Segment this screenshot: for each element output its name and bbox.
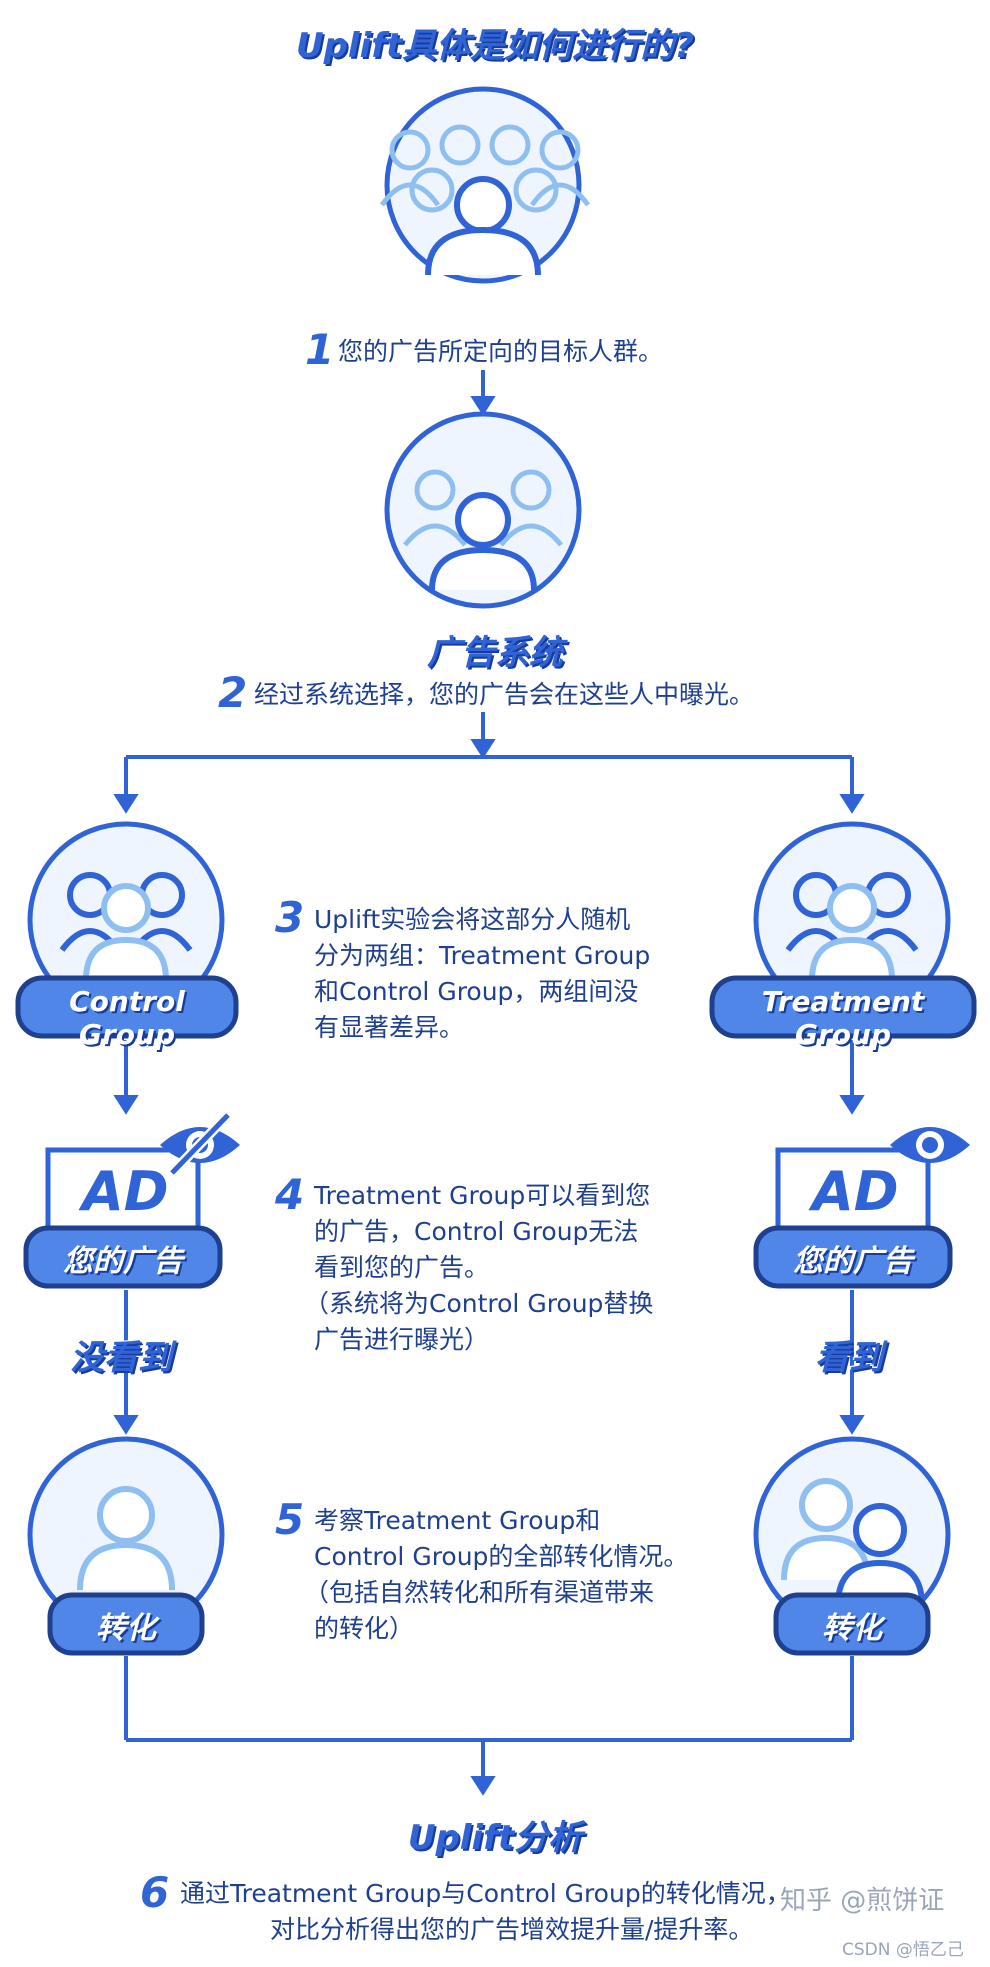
step-6-line-2: 对比分析得出您的广告增效提升量/提升率。 [270, 1915, 754, 1944]
treatment-group-label: Treatment Group [761, 985, 925, 1051]
control-group-label: Control Group [69, 985, 185, 1051]
eye-slash-icon [160, 1111, 240, 1177]
arrow-to-conversion [113, 1290, 865, 1435]
treatment-ad-text: AD [812, 1160, 899, 1223]
eye-icon [890, 1127, 970, 1163]
analysis-label: Uplift分析 [407, 1818, 583, 1858]
step-4-line-3: 看到您的广告。 [314, 1253, 490, 1282]
control-conversion-label: 转化 [96, 1611, 156, 1646]
treatment-conversion-circle [753, 1436, 951, 1656]
merge-connector [124, 1656, 854, 1796]
control-ad-text: AD [82, 1160, 169, 1223]
step-5-line-2: Control Group的全部转化情况。 [314, 1542, 689, 1571]
step-3-line-4: 有显著差异。 [314, 1013, 465, 1042]
system-circle [384, 411, 582, 609]
step-5-number: 5 [275, 1495, 305, 1544]
step-2-number: 2 [218, 668, 248, 717]
step-5-line-1: 考察Treatment Group和 [314, 1506, 601, 1535]
treatment-seen-label: 看到 [815, 1338, 883, 1378]
control-not-seen-label: 没看到 [70, 1338, 172, 1378]
step-1-number: 1 [305, 325, 335, 374]
step-4-line-5: 广告进行曝光） [314, 1325, 490, 1354]
treatment-group-circle [709, 821, 977, 1039]
step-3-line-3: 和Control Group，两组间没 [314, 977, 639, 1006]
step-3-line-1: Uplift实验会将这部分人随机 [314, 905, 631, 934]
step-4-number: 4 [275, 1170, 305, 1219]
csdn-watermark: CSDN @悟乙己 [842, 1940, 964, 1960]
system-label: 广告系统 [427, 633, 563, 673]
step-4-line-4: （系统将为Control Group替换 [304, 1289, 654, 1318]
audience-circle [379, 86, 591, 284]
page-title: Uplift具体是如何进行的? [295, 26, 695, 66]
step-5-line-3: （包括自然转化和所有渠道带来 [304, 1578, 655, 1607]
arrow-1 [470, 370, 496, 416]
step-6-number: 6 [140, 1868, 170, 1917]
treatment-ad-label: 您的广告 [793, 1244, 913, 1279]
step-5-line-4: 的转化） [314, 1614, 415, 1643]
control-group-circle [15, 821, 239, 1039]
step-4-line-1: Treatment Group可以看到您 [314, 1181, 651, 1210]
step-6-line-1: 通过Treatment Group与Control Group的转化情况， [180, 1879, 791, 1908]
step-3-number: 3 [275, 893, 305, 942]
control-conversion-circle [27, 1436, 225, 1656]
step-4-line-2: 的广告，Control Group无法 [314, 1217, 639, 1246]
step-2-text: 经过系统选择，您的广告会在这些人中曝光。 [254, 680, 755, 709]
treatment-ad-box [753, 1147, 953, 1289]
zhihu-watermark: 知乎 @煎饼证 [780, 1886, 945, 1916]
step-3-line-2: 分为两组：Treatment Group [314, 941, 651, 970]
control-ad-label: 您的广告 [63, 1244, 183, 1279]
treatment-conversion-label: 转化 [822, 1611, 882, 1646]
split-connector [113, 712, 865, 814]
step-1-text: 您的广告所定向的目标人群。 [338, 337, 664, 366]
arrow-to-ads [113, 1040, 865, 1115]
